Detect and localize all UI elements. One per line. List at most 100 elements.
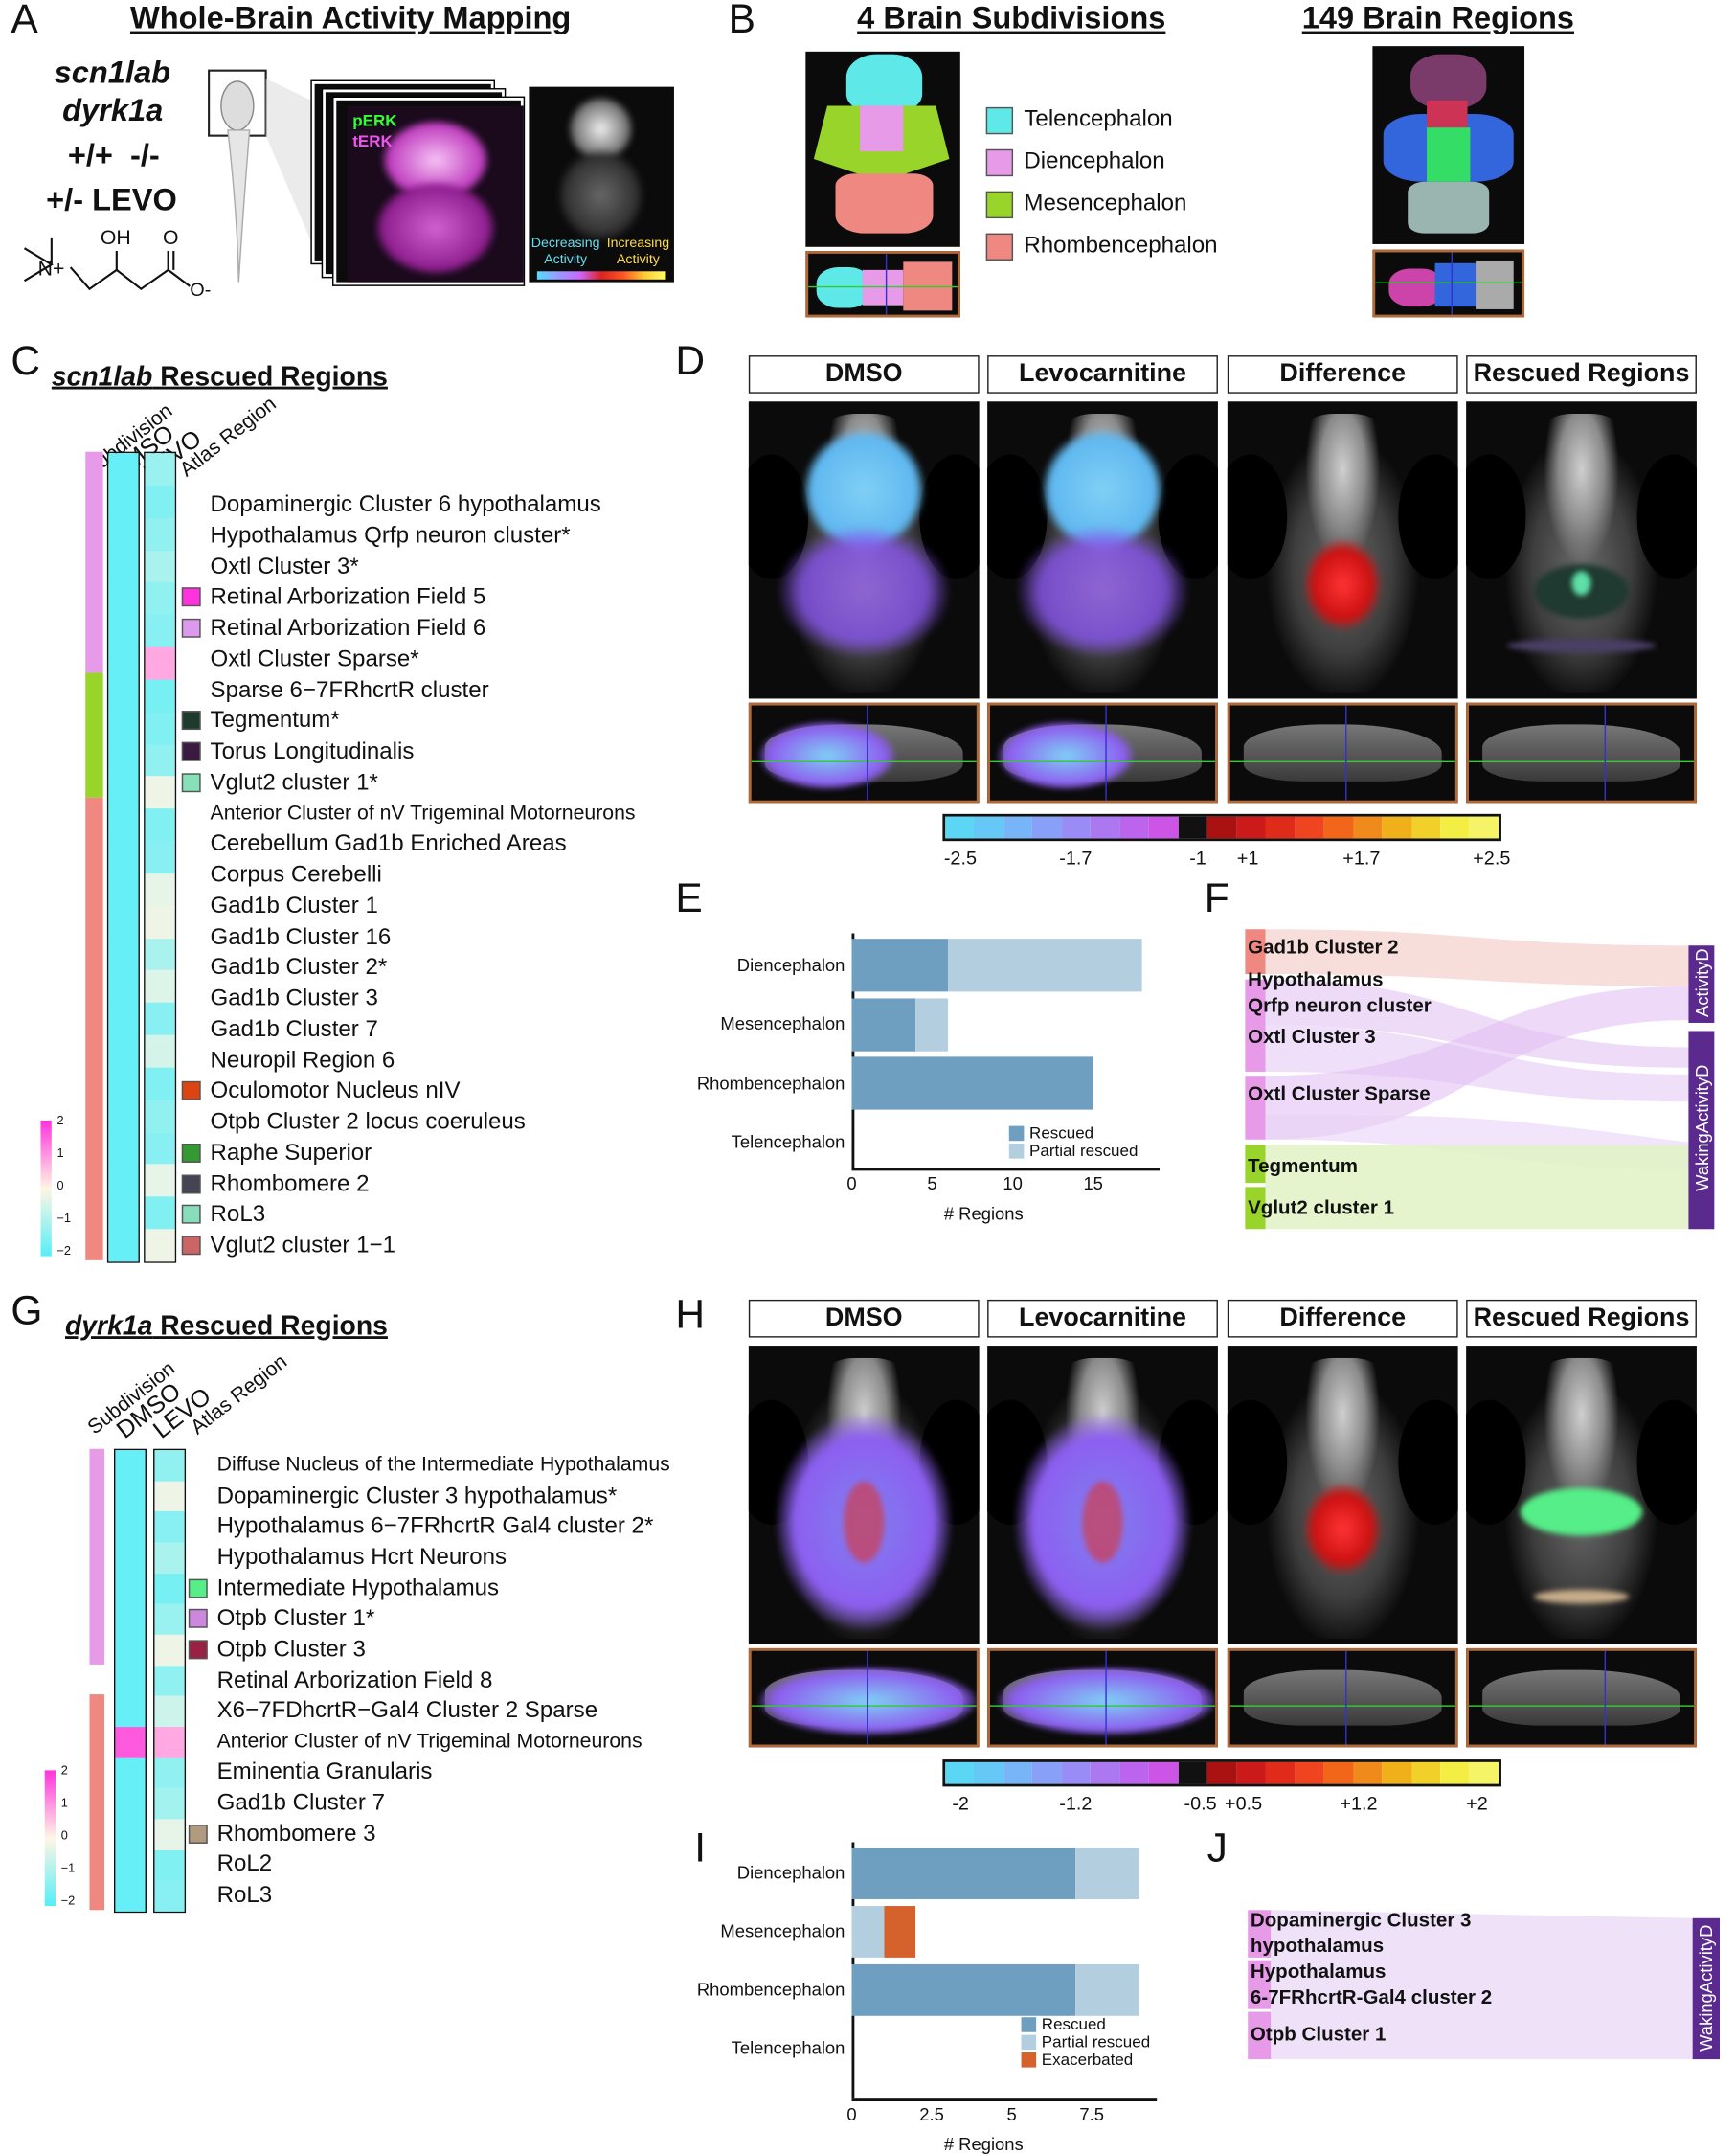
flow-gad1b	[1265, 929, 1689, 986]
heat-cell-dmso	[108, 808, 139, 844]
column-header-levocarnitine: Levocarnitine	[987, 1299, 1218, 1338]
legend-diencephalon: Diencephalon	[1024, 147, 1165, 174]
subdivision-bar-c	[85, 451, 103, 1260]
heat-cell-dmso	[115, 1849, 146, 1883]
sankey-f-label-wakingactivityd: WakingActivityD	[1691, 1064, 1713, 1191]
legend-mesencephalon: Mesencephalon	[1024, 190, 1187, 216]
colorbar-segment	[1295, 1761, 1324, 1784]
colorbar-tick-label: +1.7	[1342, 846, 1381, 869]
zebrafish-larva-icon	[208, 69, 324, 283]
brain-sagittal-image	[987, 702, 1218, 804]
levocarnitine-molecule	[23, 237, 191, 291]
colorbar-tick-label: +2.5	[1473, 846, 1511, 869]
bar-rescued	[851, 997, 916, 1052]
colorbar-segment	[1178, 816, 1207, 839]
node-oxtl-sparse	[1245, 1076, 1266, 1140]
heat-cell-levo	[154, 1573, 185, 1606]
sankey-f-label-vglut2: Vglut2 cluster 1	[1248, 1197, 1395, 1220]
panel-label-g: G	[11, 1288, 43, 1334]
heat-cell-levo	[145, 485, 175, 521]
atlas-region-label: Vglut2 cluster 1*	[210, 768, 378, 795]
scale-tick-label: −1	[56, 1211, 72, 1226]
atlas-region-label: Eminentia Granularis	[216, 1758, 433, 1785]
sankey-j-label-5: Otpb Cluster 1	[1250, 2024, 1387, 2046]
colorbar-segment	[945, 816, 975, 839]
node-wakingactivityd-j	[1692, 1917, 1721, 2060]
atlas-region-label: Torus Longitudinalis	[210, 737, 415, 764]
sankey-f-label-activityd: ActivityD	[1691, 948, 1713, 1017]
heat-cell-dmso	[115, 1695, 146, 1729]
brain-sagittal-image	[748, 702, 980, 804]
heat-cell-dmso	[115, 1511, 146, 1544]
legend-swatch	[1008, 1125, 1025, 1142]
scale-tick-label: −1	[60, 1861, 76, 1875]
sankey-f	[1245, 929, 1715, 1230]
perk-terk-image: pERK tERK	[347, 105, 524, 283]
colorbar-tick-label: -1.2	[1059, 1792, 1093, 1814]
heat-cell-dmso	[108, 485, 139, 521]
heat-cell-dmso	[108, 1229, 139, 1262]
molecule-oh: OH	[100, 226, 131, 250]
atlas-region-label: Oculomotor Nucleus nIV	[210, 1077, 461, 1103]
heat-cell-levo	[145, 550, 175, 585]
x-tick-label: 0	[846, 2103, 857, 2125]
colorbar-segment	[1032, 816, 1062, 839]
flow-qrfp	[1265, 979, 1689, 1068]
atlas-region-label: Gad1b Cluster 7	[210, 1015, 378, 1042]
heat-cell-dmso	[108, 679, 139, 714]
atlas-region-label: Gad1b Cluster 2*	[210, 954, 388, 980]
region-color-swatch	[188, 1824, 208, 1844]
atlas-region-label: Neuropil Region 6	[210, 1046, 395, 1073]
legend-swatch-mesencephalon	[985, 191, 1014, 219]
colorbar-segment	[974, 1761, 1004, 1784]
colorbar-segment	[1149, 1761, 1179, 1784]
colorbar-segment	[1091, 1761, 1120, 1784]
region-color-swatch	[181, 587, 201, 607]
legend-swatch	[1021, 2017, 1037, 2032]
sankey-f-label-oxtl3: Oxtl Cluster 3	[1248, 1027, 1376, 1049]
column-header-levocarnitine: Levocarnitine	[987, 355, 1218, 394]
legend-swatch-rhombencephalon	[985, 233, 1014, 261]
heat-cell-dmso	[108, 776, 139, 812]
sankey-f-label-oxtl-sparse: Oxtl Cluster Sparse	[1248, 1083, 1431, 1106]
heat-cell-levo	[154, 1481, 185, 1513]
activity-colorbar	[536, 271, 666, 280]
atlas-region-label: Otpb Cluster 1*	[216, 1604, 375, 1631]
molecule-n: N+	[37, 258, 65, 282]
heat-cell-levo	[145, 841, 175, 876]
heat-cell-dmso	[115, 1573, 146, 1606]
regions-title: 149 Brain Regions	[1301, 0, 1575, 35]
node-tegmentum	[1245, 1145, 1266, 1184]
brain-dorsal-image	[1466, 401, 1697, 699]
x-axis	[851, 2098, 1158, 2102]
colorbar-tick-label: -2.5	[943, 846, 977, 869]
colorbar-segment	[1352, 816, 1383, 839]
atlas-region-label: Hypothalamus Hcrt Neurons	[216, 1543, 507, 1570]
region-color-swatch	[181, 1173, 201, 1193]
bar-partial-rescued	[948, 939, 1142, 992]
region-color-swatch	[181, 618, 201, 638]
heat-cell-levo	[145, 970, 175, 1006]
heat-cell-dmso	[108, 743, 139, 780]
colorbar-segment	[974, 816, 1004, 839]
legend-label: Exacerbated	[1041, 2050, 1134, 2070]
heat-cell-dmso	[108, 970, 139, 1006]
bar-rescued	[851, 939, 949, 992]
atlas-region-label: Gad1b Cluster 1	[210, 892, 378, 918]
heat-cell-levo	[145, 1067, 175, 1102]
bar-rescued	[851, 1963, 1076, 2016]
heatmap-column-dmso-g	[113, 1448, 147, 1914]
colorbar-segment	[1323, 816, 1353, 839]
colorbar-tick-label: +2	[1466, 1792, 1488, 1814]
colorbar-segment	[1178, 1761, 1207, 1784]
colorbar-segment	[1236, 1761, 1266, 1784]
heat-cell-levo	[145, 776, 175, 812]
heat-cell-levo	[145, 1196, 175, 1233]
node-otpb	[1248, 2011, 1272, 2060]
panel-label-j: J	[1206, 1825, 1228, 1871]
panel-g-title: dyrk1a Rescued Regions	[65, 1313, 388, 1340]
heat-cell-dmso	[115, 1727, 146, 1759]
atlas-region-label: Dopaminergic Cluster 6 hypothalamus	[210, 490, 601, 517]
perk-label: pERK	[352, 111, 397, 130]
molecule-o-minus: O-	[190, 278, 212, 301]
